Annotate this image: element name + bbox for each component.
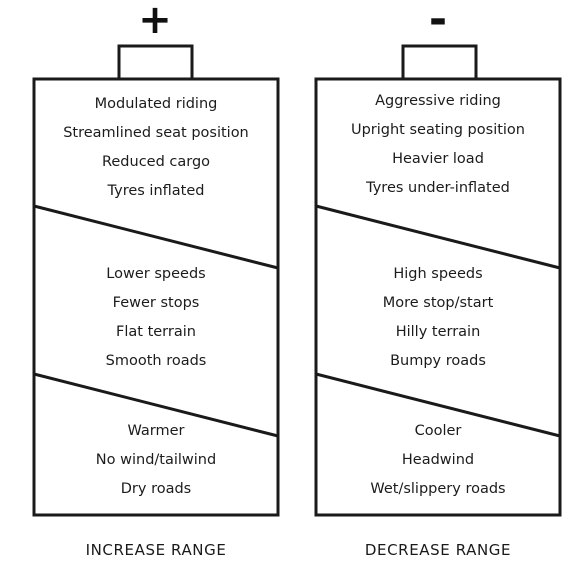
- increase-item: Flat terrain: [116, 324, 196, 340]
- increase-item: Tyres inflated: [107, 183, 205, 199]
- increase-battery: [32, 44, 280, 517]
- decrease-divider-1: [315, 204, 561, 270]
- increase-item: Lower speeds: [106, 266, 206, 282]
- decrease-item: Bumpy roads: [390, 353, 486, 369]
- decrease-battery-body: [314, 77, 562, 517]
- plus-sign: +: [138, 0, 172, 43]
- decrease-divider-2: [315, 372, 561, 438]
- decrease-item: More stop/start: [382, 295, 494, 311]
- decrease-item: Hilly terrain: [395, 324, 481, 340]
- decrease-range-caption: DECREASE RANGE: [364, 541, 512, 559]
- increase-item: Dry roads: [120, 481, 192, 497]
- decrease-item: Wet/slippery roads: [370, 481, 506, 497]
- decrease-item: Tyres under-inflated: [366, 180, 510, 196]
- decrease-item: Headwind: [401, 452, 475, 468]
- decrease-battery: [314, 44, 562, 517]
- decrease-item: Cooler: [414, 423, 462, 439]
- increase-item: Reduced cargo: [101, 154, 211, 170]
- decrease-item: Aggressive riding: [375, 93, 501, 109]
- increase-divider-1: [33, 204, 279, 270]
- increase-divider-2: [33, 372, 279, 438]
- decrease-battery-terminal: [401, 44, 478, 81]
- increase-range-caption: INCREASE RANGE: [85, 541, 227, 559]
- increase-item: Smooth roads: [105, 353, 207, 369]
- decrease-item: Upright seating position: [350, 122, 525, 138]
- increase-item: Modulated riding: [94, 96, 218, 112]
- decrease-item: High speeds: [393, 266, 483, 282]
- increase-battery-terminal: [117, 44, 194, 81]
- increase-item: Fewer stops: [112, 295, 200, 311]
- increase-item: Warmer: [127, 423, 185, 439]
- minus-sign: -: [428, 0, 448, 45]
- decrease-item: Heavier load: [392, 151, 484, 167]
- increase-item: Streamlined seat position: [63, 125, 249, 141]
- increase-item: No wind/tailwind: [95, 452, 217, 468]
- increase-battery-body: [32, 77, 280, 517]
